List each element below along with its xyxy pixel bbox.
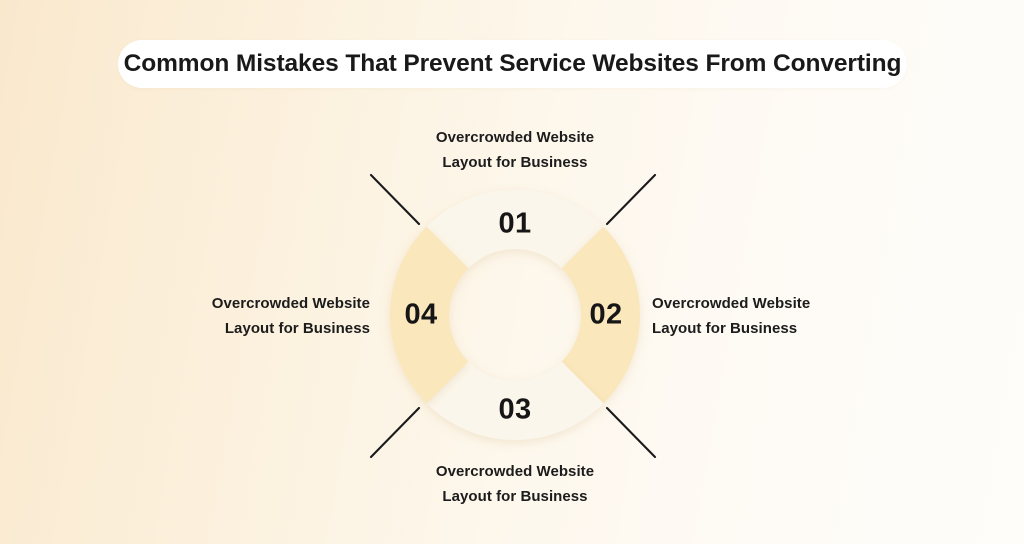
callout-label-02: Overcrowded Website Layout for Business <box>652 291 810 341</box>
donut-segment-03[interactable] <box>426 361 604 441</box>
segment-number-02: 02 <box>589 298 623 331</box>
callout-label-04-line1: Overcrowded Website <box>211 295 370 312</box>
callout-label-04: Overcrowded Website Layout for Business <box>212 291 370 341</box>
callout-label-02-line1: Overcrowded Website <box>652 295 811 312</box>
callout-label-02-line2: Layout for Business <box>652 320 798 337</box>
donut-segment-02[interactable] <box>561 226 641 404</box>
segment-number-03: 03 <box>498 393 532 426</box>
callout-label-01: Overcrowded Website Layout for Business <box>436 125 594 175</box>
donut-segment-01[interactable] <box>426 189 604 269</box>
callout-label-03: Overcrowded Website Layout for Business <box>436 459 594 509</box>
title-pill: Common Mistakes That Prevent Service Web… <box>118 40 907 88</box>
segment-number-01: 01 <box>498 207 532 240</box>
callout-label-03-line1: Overcrowded Website <box>435 463 595 480</box>
callout-label-04-line2: Layout for Business <box>224 320 370 337</box>
page-title: Common Mistakes That Prevent Service Web… <box>123 50 902 77</box>
callout-label-01-line2: Layout for Business <box>442 154 588 171</box>
callout-label-03-line2: Layout for Business <box>442 488 588 505</box>
callout-label-01-line1: Overcrowded Website <box>435 129 595 146</box>
donut-svg <box>389 189 641 441</box>
segment-number-04: 04 <box>404 298 438 331</box>
donut-segment-04[interactable] <box>389 226 469 404</box>
